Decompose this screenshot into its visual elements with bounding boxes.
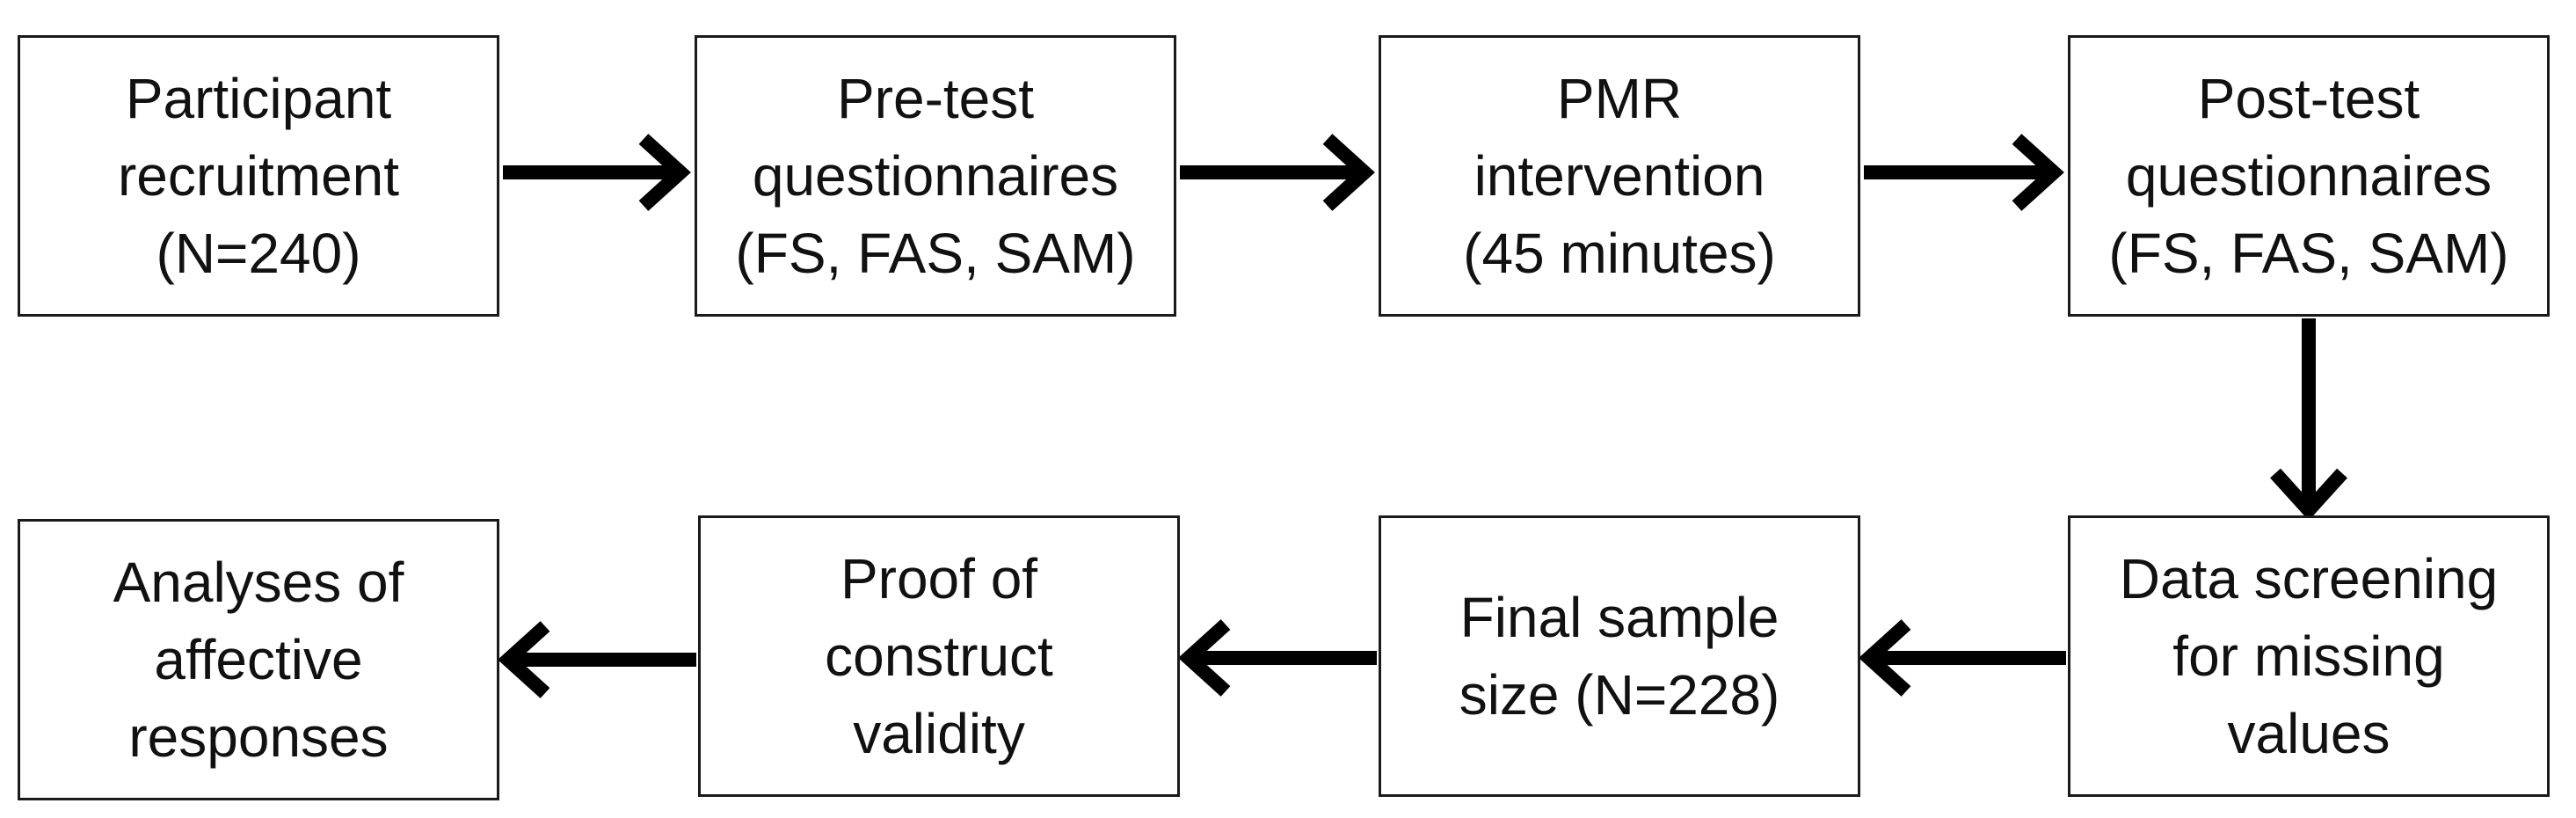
box-participant-recruitment: Participant recruitment (N=240) [18,35,499,317]
box-label: Data screening for missing values [2119,547,2499,765]
box-label: Final sample size (N=228) [1459,586,1780,727]
arrow-recruitment-to-pretest [503,134,691,211]
box-affective-analyses: Analyses of affective responses [18,519,499,800]
arrow-validity-to-analyses [498,621,696,698]
box-pmr-intervention: PMR intervention (45 minutes) [1379,35,1860,317]
box-final-sample-size: Final sample size (N=228) [1379,515,1860,797]
box-construct-validity: Proof of construct validity [698,515,1180,797]
box-label: Proof of construct validity [825,547,1053,765]
box-label: PMR intervention (45 minutes) [1463,67,1776,285]
box-data-screening: Data screening for missing values [2068,515,2550,797]
arrow-pretest-to-intervention [1180,134,1375,211]
arrow-screening-to-final-sample [1859,619,2066,697]
box-pretest-questionnaires: Pre-test questionnaires (FS, FAS, SAM) [695,35,1176,317]
arrow-final-sample-to-validity [1178,619,1377,697]
box-posttest-questionnaires: Post-test questionnaires (FS, FAS, SAM) [2068,35,2550,317]
box-label: Post-test questionnaires (FS, FAS, SAM) [2108,67,2509,285]
arrow-posttest-to-screening [2270,318,2347,521]
box-label: Participant recruitment (N=240) [117,67,400,285]
box-label: Pre-test questionnaires (FS, FAS, SAM) [735,67,1136,285]
box-label: Analyses of affective responses [113,551,404,769]
arrow-intervention-to-posttest [1864,134,2064,211]
